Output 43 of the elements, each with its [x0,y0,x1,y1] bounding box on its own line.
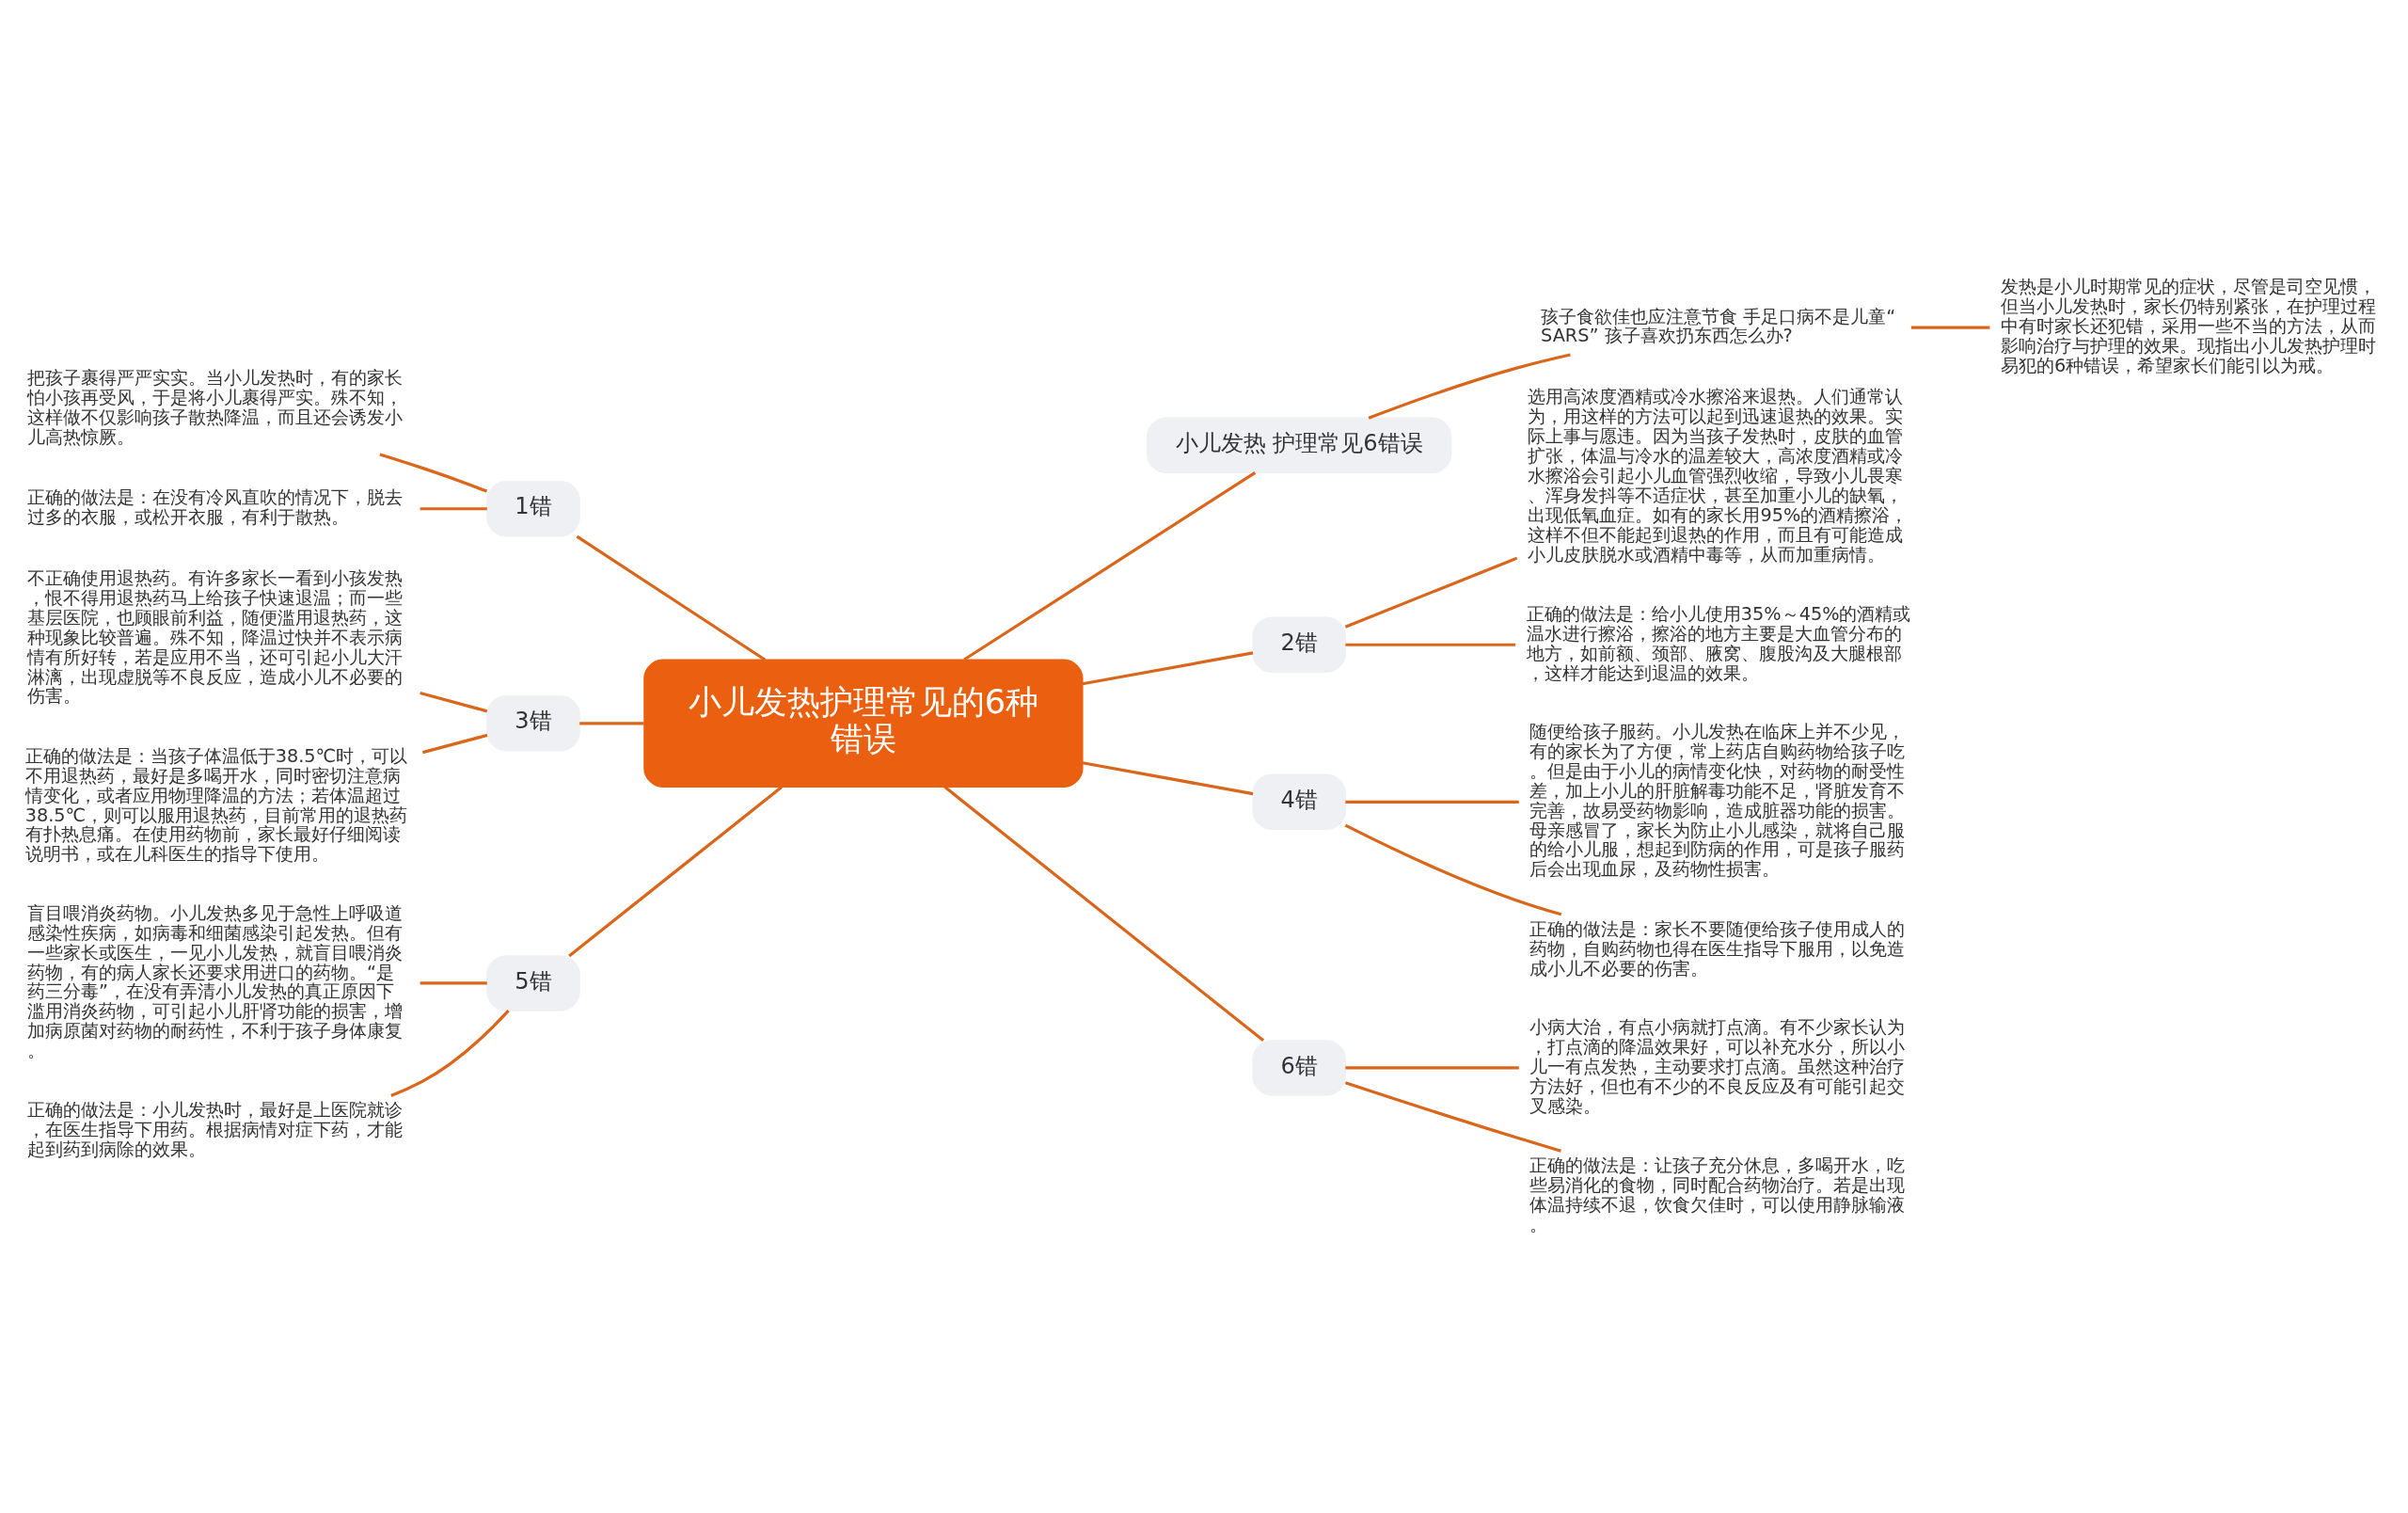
node-text: 随便给孩子服药。小儿发热在临床上并不少见，有的家长为了方便，常上药店自购药物给孩子吃。但是由于小儿的病情变化快，对药物的耐受性差，加上小儿的肝脏解毒功能不足，肾脏发育不完善，故易受药物影响，造成脏器功能的损害。母亲感冒了，家长为防止小儿感染，就将自己服的给小儿服，想起到防病的作用，可是孩子服药后会出现血尿，及药物性损害。 [1529,720,1906,880]
node-text: 小病大治，有点小病就打点滴。有不少家长认为，打点滴的降温效果好，可以补充水分，所以小儿一有点发热，主动要求打点滴。虽然这种治疗方法好，但也有不少的不良反应及有可能引起交叉感染。 [1529,1015,1906,1117]
node-box: 5错 [486,954,580,1011]
connector [576,534,767,661]
connector [390,1009,510,1097]
connector [1082,650,1254,685]
node-text: 不正确使用退热药。有许多家长一看到小孩发热，恨不得用退热药马上给孩子快速退温；而一些基层医院，也顾眼前利益，随便滥用退热药，这种现象比较普遍。殊不知，降温过快并不表示病情有所好转，若是应用不当，还可引起小儿大汗淋漓，出现虚脱等不良反应，造成小儿不必要的伤害。 [27,566,404,707]
node-text: 正确的做法是：当孩子体温低于38.5℃时，可以不用退热药，最好是多喝开水，同时密切注意病情变化，或者应用物理降温的方法；若体温超过38.5℃，则可以服用退热药，目前常用的退热药有扑热息痛。在使用药物前，家长最好仔细阅读说明书，或在儿科医生的指导下使用。 [24,744,408,865]
node-text: 盲目喂消炎药物。小儿发热多见于急性上呼吸道感染性疾病，如病毒和细菌感染引起发热。但有一些家长或医生，一见小儿发热，就盲目喂消炎药物，有的病人家长还要求用进口的药物。“是药三分毒”，在没有弄清小儿发热的真正原因下滥用消炎药物，可引起小儿肝肾功能的损害，增加病原菌对药物的耐药性，不利于孩子身体康复。 [27,901,404,1061]
connector [420,980,487,985]
node-text: 正确的做法是：小儿发热时，最好是上医院就诊，在医生指导下用药。根据病情对症下药，才能起到药到病除的效果。 [27,1098,404,1160]
node-box: 3错 [486,694,580,751]
node-box: 2错 [1252,616,1346,673]
node-text: 把孩子裹得严严实实。当小儿发热时，有的家长怕小孩再受风，于是将小儿裹得严实。殊不知，这样做不仅影响孩子散热降温，而且还会诱发小儿高热惊厥。 [27,366,404,448]
node-text: 孩子食欲佳也应注意节食 手足口病不是儿童“SARS” 孩子喜欢扔东西怎么办? [1541,305,1896,346]
connector [1344,556,1518,629]
node-text: 选用高浓度酒精或冷水擦浴来退热。人们通常认为，用这样的方法可以起到迅速退热的效果。实际上事与愿违。因为当孩子发热时，皮肤的血管扩张，体温与冷水的温差较大，高浓度酒精或冷水擦浴会引起小儿血管强烈收缩，导致小儿畏寒、浑身发抖等不适症状，甚至加重小儿的缺氧，出现低氧血症。如有的家长用95%的酒精擦浴，这样不但不能起到退热的作用，而且有可能造成小儿皮肤脱水或酒精中毒等，从而加重病情。 [1528,385,1909,565]
connector [568,785,783,957]
node-text: 发热是小儿时期常见的症状，尽管是司空见惯，但当小儿发热时，家长仍特别紧张，在护理过程中有时家长还犯错，采用一些不当的方法，从而影响治疗与护理的效果。现指出小儿发热护理时易犯的6种错误，希望家长们能引以为戒。 [2001,275,2377,376]
node-box: 小儿发热护理常见的6种错误 [643,659,1084,788]
connector [1082,760,1254,795]
node-box: 6错 [1252,1039,1346,1096]
connector [379,452,488,492]
connector [1910,325,1990,329]
connector [1345,800,1519,804]
connector [1344,1080,1561,1153]
connector [963,470,1257,661]
connector [422,733,488,754]
node-text: 正确的做法是：给小儿使用35%～45%的酒精或温水进行擦浴，擦浴的地方主要是大血管分布的地方，如前额、颈部、腋窝、腹股沟及大腿根部，这样才能达到退温的效果。 [1526,602,1911,684]
connector [1368,352,1571,420]
node-text: 正确的做法是：在没有冷风直吹的情况下，脱去过多的衣服，或松开衣服，有利于散热。 [27,486,404,528]
node-box: 4错 [1252,773,1346,830]
node-text: 正确的做法是：让孩子充分休息，多喝开水，吃些易消化的食物，同时配合药物治疗。若是出现体温持续不退，饮食欠佳时，可以使用静脉输液。 [1529,1154,1906,1235]
connector [943,785,1265,1042]
connector [1345,1065,1519,1069]
node-box: 1错 [486,480,580,536]
connector [420,691,488,712]
connector [1345,643,1516,646]
connector [579,721,644,725]
node-text: 正确的做法是：家长不要随便给孩子使用成人的药物，自购药物也得在医生指导下服用，以免造成小儿不必要的伤害。 [1529,917,1906,979]
node-box: 小儿发热 护理常见6错误 [1146,417,1452,473]
connector [1344,823,1562,916]
connector [420,506,487,510]
